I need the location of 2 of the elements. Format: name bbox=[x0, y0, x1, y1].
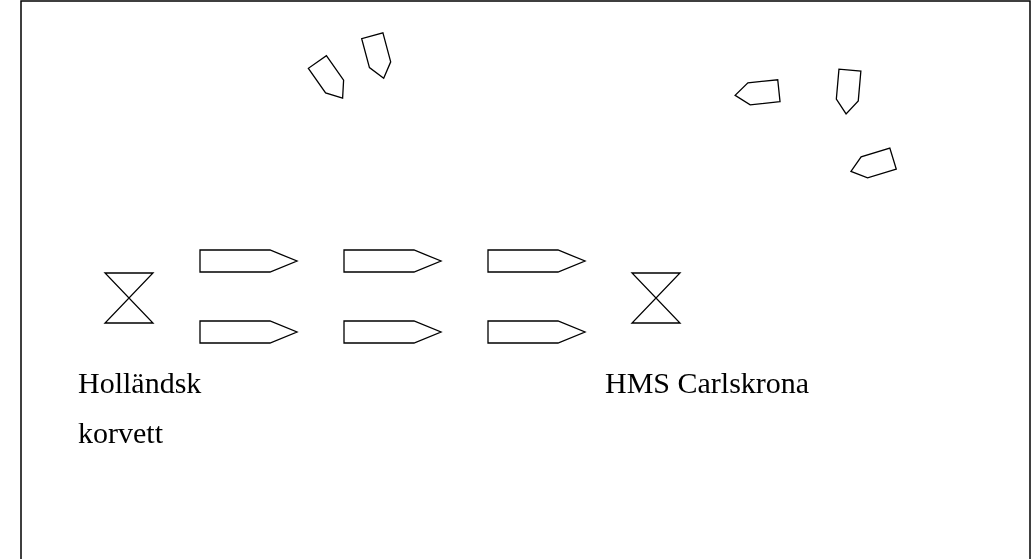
ship-label: Holländsk korvett bbox=[78, 365, 203, 451]
ship-label: HMS Carlskrona bbox=[605, 365, 811, 401]
